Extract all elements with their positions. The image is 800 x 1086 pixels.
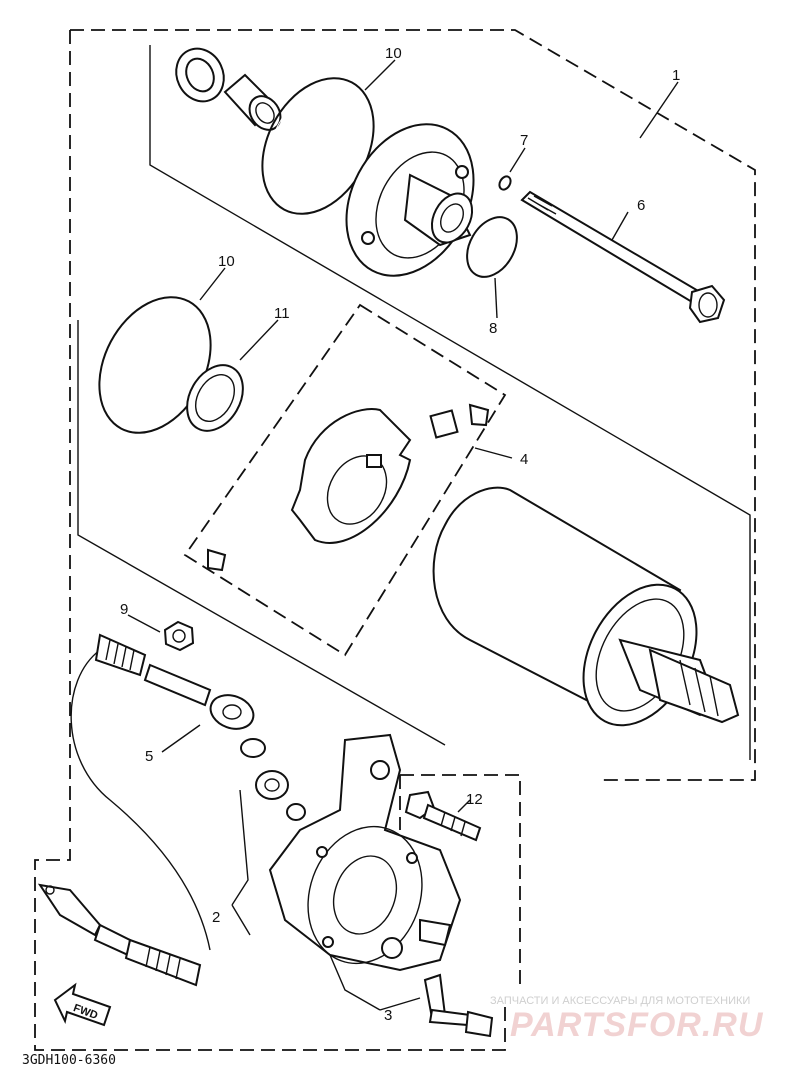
washer-small bbox=[240, 738, 266, 758]
callout-4: 4 bbox=[520, 451, 528, 468]
diagram-code: 3GDH100-6360 bbox=[22, 1053, 116, 1068]
callout-8: 8 bbox=[489, 320, 497, 337]
through-bolt bbox=[520, 190, 726, 324]
callout-1: 1 bbox=[672, 67, 680, 84]
frame-upper bbox=[149, 45, 751, 760]
callout-6: 6 bbox=[637, 197, 645, 214]
callout-12: 12 bbox=[466, 791, 483, 808]
rear-cover bbox=[268, 733, 462, 972]
o-ring-8 bbox=[466, 216, 518, 278]
watermark-tagline: ЗАПЧАСТИ И АКСЕССУАРЫ ДЛЯ МОТОТЕХНИКИ bbox=[490, 995, 750, 1007]
callout-2: 2 bbox=[212, 909, 220, 926]
assembly-outline-1 bbox=[34, 29, 756, 1051]
callout-7: 7 bbox=[520, 132, 528, 149]
callout-9: 9 bbox=[120, 601, 128, 618]
assembly-outline-4 bbox=[183, 303, 507, 657]
o-ring-small-7 bbox=[498, 175, 512, 191]
washer-11 bbox=[186, 364, 244, 432]
rubber-washer bbox=[255, 770, 289, 800]
lead-wire bbox=[70, 633, 255, 951]
callout-11: 11 bbox=[274, 305, 290, 322]
o-ring-small bbox=[286, 803, 306, 821]
lower-connector bbox=[37, 883, 202, 987]
frame-middle bbox=[77, 320, 446, 746]
brush-plate bbox=[207, 403, 490, 572]
oil-seal bbox=[175, 47, 225, 103]
callout-3: 3 bbox=[384, 1007, 392, 1024]
front-cover bbox=[345, 123, 475, 277]
callout-10-top: 10 bbox=[385, 45, 402, 62]
bolt-12 bbox=[404, 790, 482, 842]
bracket-outline bbox=[399, 774, 521, 985]
needle-bearing bbox=[223, 73, 282, 131]
fwd-arrow-icon: FWD bbox=[53, 982, 112, 1027]
watermark-logo: PARTSFOR.RU bbox=[510, 1006, 764, 1044]
callout-10-middle: 10 bbox=[218, 253, 235, 270]
motor-armature bbox=[432, 486, 740, 727]
nut-9 bbox=[163, 620, 195, 652]
terminal-screw bbox=[423, 973, 494, 1038]
leader-lines bbox=[127, 59, 679, 1011]
callout-5: 5 bbox=[145, 748, 153, 765]
